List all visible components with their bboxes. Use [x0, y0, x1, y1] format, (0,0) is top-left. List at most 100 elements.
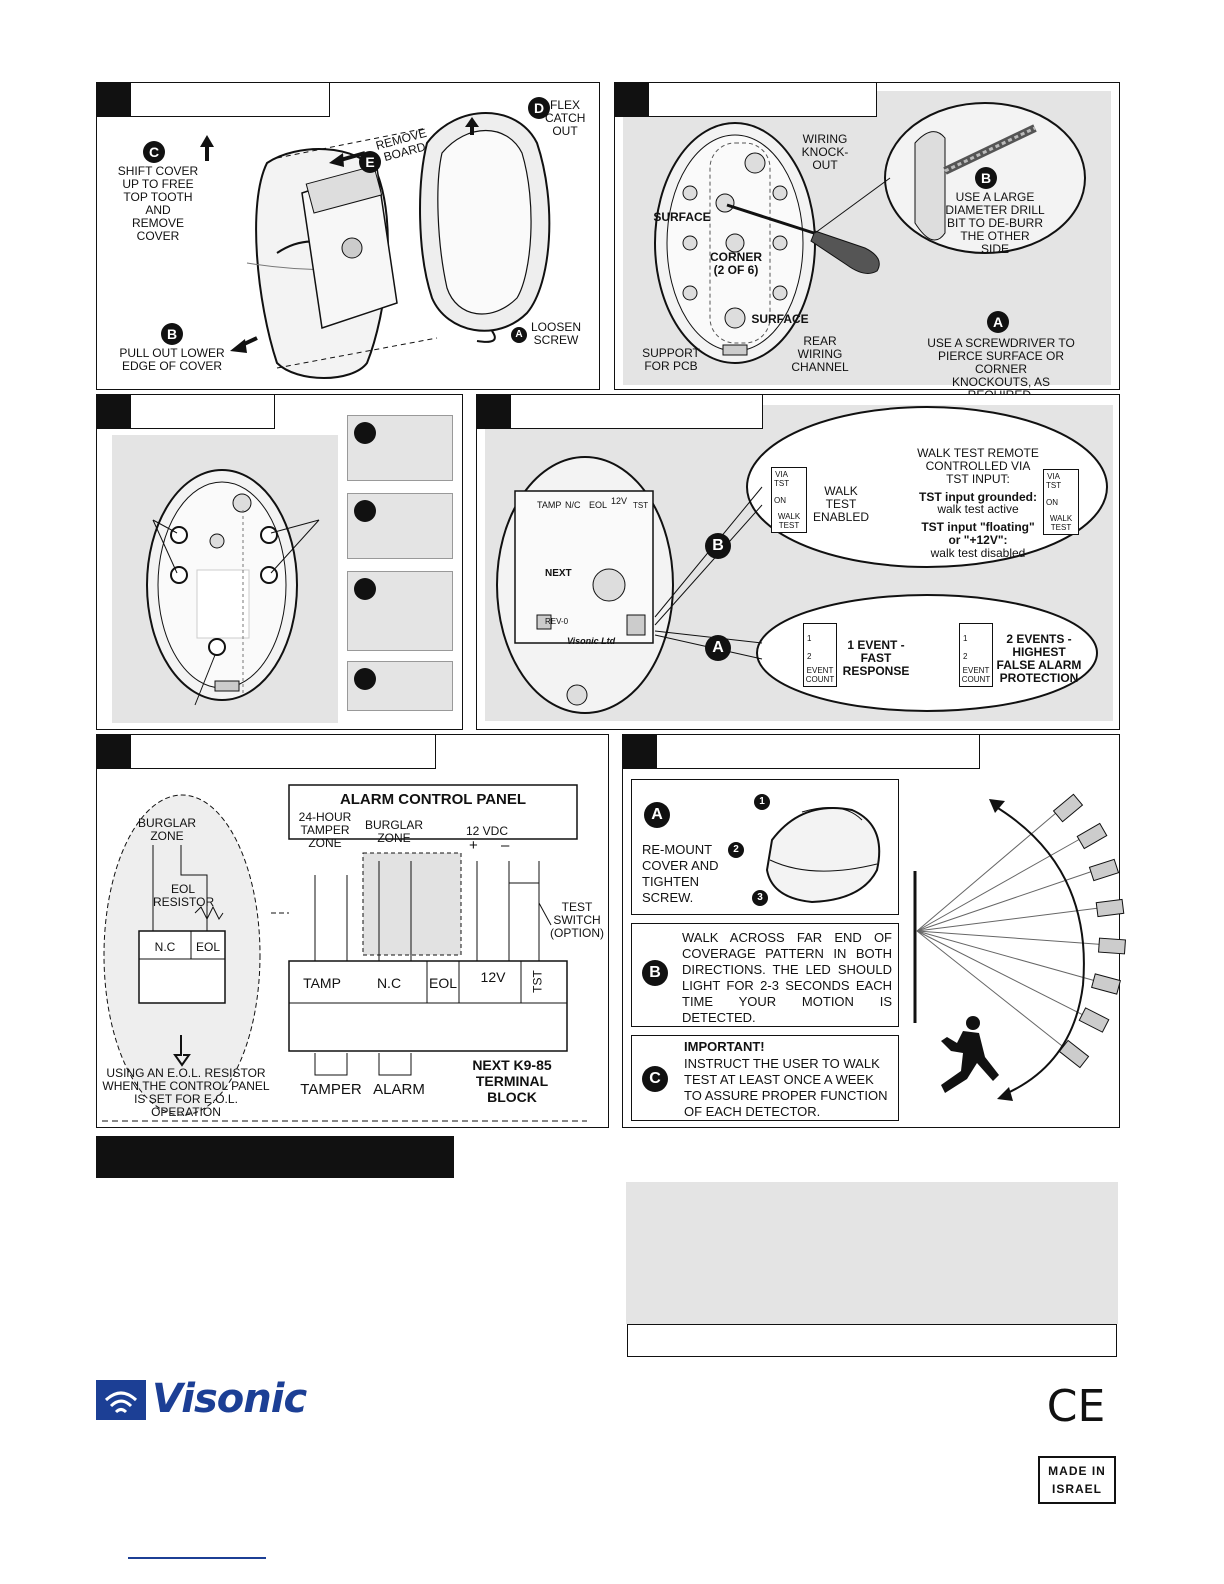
step6-header	[623, 735, 980, 769]
made-in-israel-badge: MADE IN ISRAEL	[1038, 1456, 1116, 1504]
step2-surface-bottom-label: SURFACE	[751, 312, 809, 326]
step3-box-4-marker	[354, 668, 376, 690]
visonic-logo-icon	[96, 1380, 146, 1420]
vdc-label: 12 VDC	[465, 824, 509, 838]
alarm-panel-title: ALARM CONTROL PANEL	[339, 791, 527, 808]
step6-walk-text: WALK ACROSS FAR END OF COVERAGE PATTERN …	[682, 930, 892, 1025]
step1-panel: C SHIFT COVER UP TO FREE TOP TOOTH AND R…	[96, 82, 600, 390]
event1-label: 1 EVENT - FAST RESPONSE	[842, 638, 910, 678]
step6-marker-c: C	[642, 1066, 668, 1092]
visonic-logo-text: Visonic	[152, 1376, 307, 1422]
jumper-remote-via-tst: VIA TST	[1046, 472, 1062, 490]
step6-important-title: IMPORTANT!	[684, 1039, 765, 1054]
jumper-on: ON	[774, 496, 786, 505]
step6-remount-text: RE-MOUNT COVER AND TIGHTEN SCREW.	[642, 842, 719, 905]
step2-number-block	[615, 83, 649, 116]
footer-link-line	[128, 1557, 266, 1559]
step5-header	[97, 735, 436, 769]
walk-test-jumper-enabled: VIA TST ON WALK TEST	[771, 467, 807, 533]
step6-box-b: B WALK ACROSS FAR END OF COVERAGE PATTER…	[631, 923, 899, 1027]
event2-pin1: 1	[963, 634, 968, 643]
jumper-walk-test: WALK TEST	[777, 512, 801, 530]
info-gray-box	[626, 1182, 1118, 1324]
tb-tamp: TAMP	[303, 975, 341, 991]
vdc-plus: +	[469, 837, 478, 854]
tb-tst: TST	[530, 970, 545, 993]
pcb-term-eol: EOL	[589, 500, 608, 510]
tb-12v: 12V	[480, 969, 506, 985]
burglar-zone-label: BURGLAR ZONE	[364, 818, 423, 845]
step2-panel: WIRING KNOCK- OUT SURFACE CORNER (2 OF 6…	[614, 82, 1120, 402]
eol-box-nc: N.C	[154, 940, 176, 954]
step4-illustration	[496, 406, 1108, 714]
step1-marker-a: A	[511, 327, 527, 343]
step3-number-block	[97, 395, 131, 428]
jumper-remote-walk-test: WALK TEST	[1049, 514, 1073, 532]
eol-box-eol: EOL	[195, 940, 220, 954]
step1-flex-catch-text: FLEX CATCH OUT	[545, 98, 586, 138]
step6-box-a: A RE-MOUNT COVER AND TIGHTEN SCREW. 1 2 …	[631, 779, 899, 915]
event1-pin2: 2	[807, 652, 812, 661]
event-count-jumper-2: 1 2 EVENT COUNT	[959, 623, 993, 687]
step1-shift-cover-text: SHIFT COVER UP TO FREE TOP TOOTH AND REM…	[117, 164, 199, 243]
pcb-term-tst: TST	[633, 501, 649, 510]
step3-box-3-marker	[354, 578, 376, 600]
step5-wiring	[102, 784, 587, 1122]
step2-marker-b: B	[975, 167, 997, 189]
step3-box-1	[347, 415, 453, 481]
step1-loosen-screw-text: LOOSEN SCREW	[531, 320, 582, 347]
step3-header	[97, 395, 275, 429]
step1-marker-d: D	[528, 97, 550, 119]
pcb-maker-label: Visonic Ltd	[567, 636, 616, 646]
jumper-remote-on: ON	[1046, 498, 1058, 507]
tb-eol: EOL	[428, 975, 457, 991]
step1-marker-e: E	[359, 151, 381, 173]
event2-pin2: 2	[963, 652, 968, 661]
step1-marker-b: B	[161, 323, 183, 345]
terminal-block-label: NEXT K9-85 TERMINAL BLOCK	[472, 1057, 552, 1105]
step2-wiring-knockout-label: WIRING KNOCK- OUT	[801, 132, 849, 172]
step2-corner-label: CORNER (2 OF 6)	[709, 250, 762, 277]
step1-number-block	[97, 83, 131, 116]
step3-box-2	[347, 493, 453, 559]
event-count-jumper-1: 1 2 EVENT COUNT	[803, 623, 837, 687]
walk-test-jumper-remote: VIA TST ON WALK TEST	[1043, 469, 1079, 535]
step4-marker-a: A	[705, 635, 731, 661]
step3-illustration	[146, 469, 320, 706]
info-footer-box	[627, 1324, 1117, 1357]
step4-marker-b: B	[705, 533, 731, 559]
pcb-term-tamp: TAMP	[537, 500, 562, 510]
walk-disabled-label: walk test disabled	[930, 546, 1026, 560]
pcb-next-label: NEXT	[545, 568, 572, 579]
step6-step-3: 3	[752, 890, 768, 906]
walk-test-remote-label: WALK TEST REMOTE CONTROLLED VIA TST INPU…	[917, 446, 1039, 486]
step5-panel: ALARM CONTROL PANEL 24-HOUR TAMPER ZONE …	[96, 734, 609, 1128]
step6-panel: A RE-MOUNT COVER AND TIGHTEN SCREW. 1 2 …	[622, 734, 1126, 1128]
step2-header	[615, 83, 877, 117]
step2-support-label: SUPPORT FOR PCB	[642, 346, 700, 373]
event1-pin1: 1	[807, 634, 812, 643]
step3-panel	[96, 394, 463, 730]
event2-label: 2 EVENTS - HIGHEST FALSE ALARM PROTECTIO…	[996, 632, 1082, 685]
step2-drill-text: USE A LARGE DIAMETER DRILL BIT TO DE-BUR…	[945, 190, 1045, 256]
pcb-rev-label: REV-0	[545, 617, 569, 626]
eol-resistor-label: EOL RESISTOR	[153, 882, 215, 909]
step6-marker-b: B	[642, 960, 668, 986]
pcb-term-12v: 12V	[611, 496, 628, 506]
step3-box-1-marker	[354, 422, 376, 444]
step3-box-4	[347, 661, 453, 711]
tst-floating-label: TST input "floating" or "+12V":	[921, 520, 1035, 547]
step1-header	[97, 83, 330, 117]
step6-instruct-text: INSTRUCT THE USER TO WALK TEST AT LEAST …	[684, 1056, 888, 1119]
step4-panel: TAMP N/C EOL 12V TST NEXT REV-0 Visonic …	[476, 394, 1120, 730]
step6-coverage-pattern	[913, 793, 1126, 1101]
step4-number-block	[477, 395, 511, 428]
step6-box-c: C IMPORTANT! INSTRUCT THE USER TO WALK T…	[631, 1035, 899, 1121]
step4-header	[477, 395, 763, 429]
step6-number-block	[623, 735, 657, 768]
step6-marker-a: A	[644, 802, 670, 828]
burglar-zone-left-label: BURGLAR ZONE	[137, 816, 196, 843]
tb-nc: N.C	[376, 975, 402, 991]
ce-mark: CE	[1046, 1381, 1106, 1432]
tst-grounded-label: TST input grounded:	[919, 490, 1037, 504]
